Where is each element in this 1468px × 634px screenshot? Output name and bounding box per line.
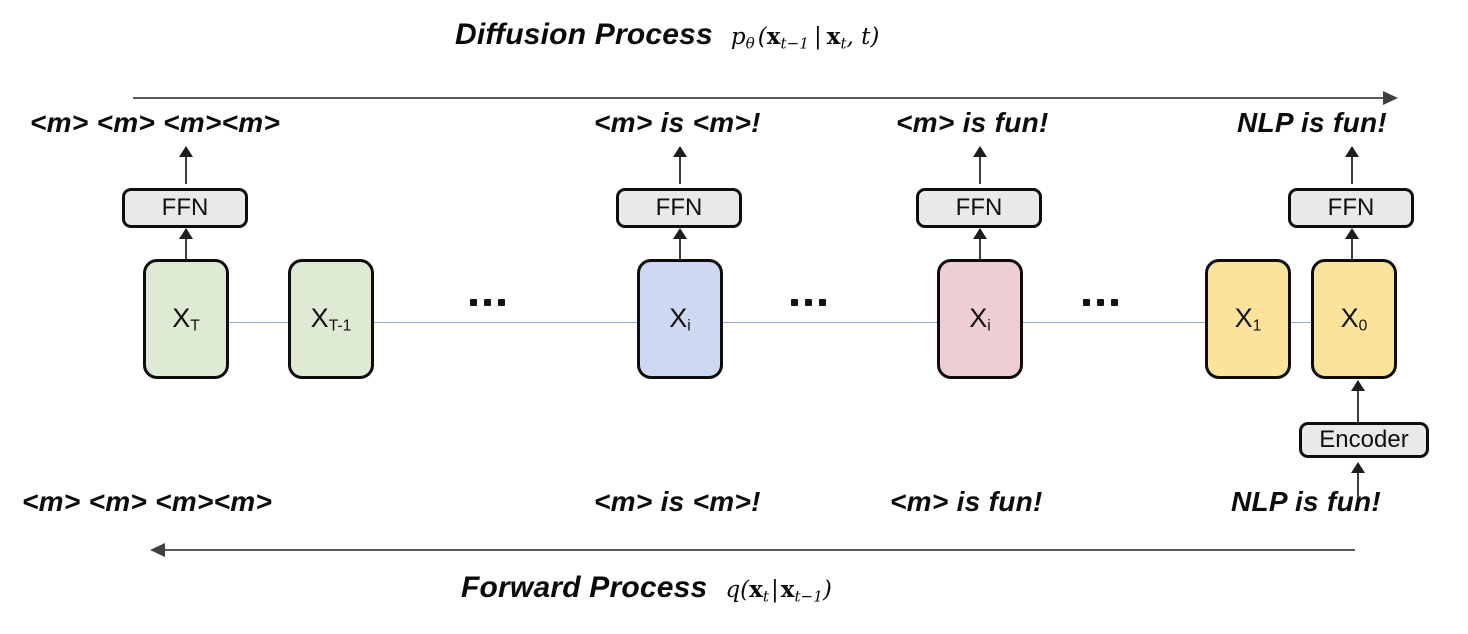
ellipsis-3 — [1083, 299, 1118, 306]
latent-box-x-i-blue-label: Xi — [669, 302, 691, 335]
latent-box-x-T[interactable]: XT — [143, 259, 229, 379]
ffn-1-output-arrowhead — [179, 146, 193, 157]
latent-box-x-i-pink[interactable]: Xi — [937, 259, 1023, 379]
formula-theta: θ — [745, 34, 755, 53]
encoder-to-x-0-arrowhead — [1351, 380, 1365, 391]
formula-x-prev: x — [766, 23, 781, 50]
encoder-to-x-0-line — [1357, 390, 1359, 422]
ellipsis-dot — [819, 299, 826, 306]
formula-bar-b: | — [770, 577, 779, 603]
ffn-4-output-arrow-line — [1351, 152, 1353, 184]
diffusion-direction-arrowhead — [1383, 91, 1398, 105]
formula-x-prev-sub: t−1 — [780, 34, 809, 53]
formula-x-prev-sub-b: t−1 — [794, 587, 823, 606]
bottom-input-text-4: NLP is fun! — [1231, 486, 1382, 517]
diffusion-process-title: Diffusion Process pθ(xt−1|xt, t) — [455, 18, 879, 52]
diffusion-direction-line — [133, 97, 1383, 99]
ellipsis-dot — [791, 299, 798, 306]
ellipsis-dot — [1083, 299, 1090, 306]
bottom-input-text-2: <m> is <m>! — [594, 486, 761, 517]
ellipsis-dot — [484, 299, 491, 306]
x-T-to-ffn-line — [185, 236, 187, 262]
x-i-pink-to-ffn-arrowhead — [973, 228, 987, 239]
bottom-input-text-1: <m> <m> <m><m> — [22, 486, 273, 517]
latent-box-x-0-label: X0 — [1340, 302, 1368, 335]
latent-box-x-T-1[interactable]: XT-1 — [288, 259, 374, 379]
encoder-block-label: Encoder — [1319, 426, 1409, 453]
diffusion-process-formula: pθ(xt−1|xt, t) — [731, 23, 879, 52]
x-0-to-ffn-line — [1351, 236, 1353, 262]
formula-p: p — [730, 24, 746, 50]
ffn-block-4[interactable]: FFN — [1288, 188, 1414, 228]
ffn-1-output-arrow-line — [185, 152, 187, 184]
top-output-text-3: <m> is fun! — [896, 107, 1049, 138]
ellipsis-2 — [791, 299, 826, 306]
formula-close-paren-b: ) — [822, 577, 832, 603]
ffn-block-1-label: FFN — [161, 194, 209, 221]
diffusion-process-label: Diffusion Process — [455, 18, 713, 51]
forward-process-title: Forward Process q(xt|xt−1) — [461, 571, 832, 605]
formula-comma-t: , t — [846, 24, 871, 50]
ffn-2-output-arrow-line — [679, 152, 681, 184]
formula-open-paren: ( — [757, 24, 767, 50]
ffn-2-output-arrowhead — [673, 146, 687, 157]
latent-box-x-i-blue[interactable]: Xi — [637, 259, 723, 379]
forward-process-formula: q(xt|xt−1) — [725, 576, 831, 605]
x-i-blue-to-ffn-arrowhead — [673, 228, 687, 239]
top-output-text-4: NLP is fun! — [1237, 107, 1388, 138]
latent-box-x-i-pink-label: Xi — [969, 302, 991, 335]
input-to-encoder-line — [1357, 472, 1359, 498]
ellipsis-1 — [470, 299, 505, 306]
formula-x-t-sub-b: t — [762, 587, 769, 606]
x-T-to-ffn-arrowhead — [179, 228, 193, 239]
ellipsis-dot — [470, 299, 477, 306]
formula-open-paren-b: ( — [740, 577, 750, 603]
x-i-blue-to-ffn-line — [679, 236, 681, 262]
formula-x-prev-b: x — [780, 576, 795, 603]
formula-q: q — [725, 577, 741, 603]
ffn-4-output-arrowhead — [1345, 146, 1359, 157]
x-0-to-ffn-arrowhead — [1345, 228, 1359, 239]
ellipsis-dot — [805, 299, 812, 306]
ffn-block-4-label: FFN — [1327, 194, 1375, 221]
ffn-3-output-arrow-line — [979, 152, 981, 184]
forward-direction-line — [165, 549, 1355, 551]
ffn-3-output-arrowhead — [973, 146, 987, 157]
latent-box-x-1-label: X1 — [1234, 302, 1262, 335]
forward-process-label: Forward Process — [461, 571, 708, 604]
ellipsis-dot — [1097, 299, 1104, 306]
input-to-encoder-arrowhead — [1351, 462, 1365, 473]
ffn-block-2[interactable]: FFN — [616, 188, 742, 228]
x-i-pink-to-ffn-line — [979, 236, 981, 262]
latent-box-x-1[interactable]: X1 — [1205, 259, 1291, 379]
ellipsis-dot — [498, 299, 505, 306]
latent-box-x-T-label: XT — [172, 302, 200, 335]
encoder-block[interactable]: Encoder — [1299, 422, 1429, 458]
formula-x-t: x — [826, 23, 841, 50]
forward-direction-arrowhead — [150, 543, 165, 557]
latent-box-x-T-1-label: XT-1 — [310, 302, 352, 335]
latent-box-x-0[interactable]: X0 — [1311, 259, 1397, 379]
ffn-block-3-label: FFN — [955, 194, 1003, 221]
latent-chain-line — [226, 322, 1321, 323]
top-output-text-1: <m> <m> <m><m> — [30, 107, 281, 138]
ellipsis-dot — [1111, 299, 1118, 306]
ffn-block-3[interactable]: FFN — [916, 188, 1042, 228]
ffn-block-1[interactable]: FFN — [122, 188, 248, 228]
bottom-input-text-3: <m> is fun! — [890, 486, 1043, 517]
formula-x-t-sub: t — [840, 34, 847, 53]
formula-x-t-b: x — [749, 576, 763, 603]
formula-bar: | — [813, 24, 822, 50]
formula-close-paren: ) — [870, 24, 880, 50]
ffn-block-2-label: FFN — [655, 194, 703, 221]
top-output-text-2: <m> is <m>! — [594, 107, 761, 138]
